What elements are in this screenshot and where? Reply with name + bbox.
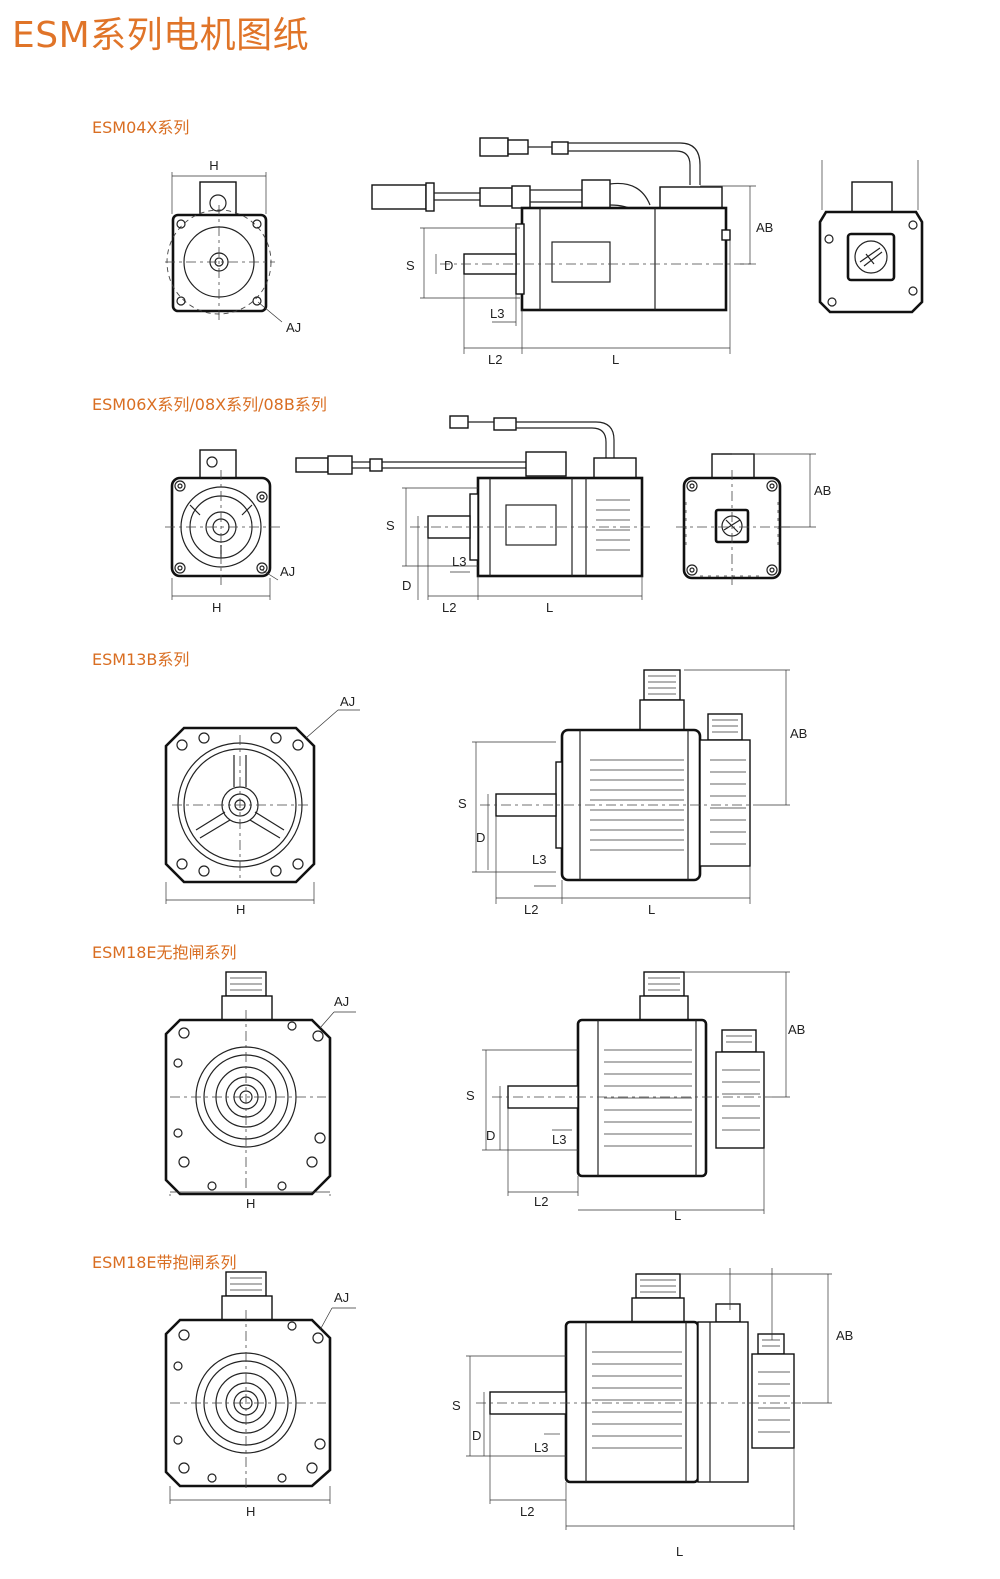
esm18e-brake-side-d-label: D [472, 1428, 481, 1443]
esm06x-side-s-label: S [386, 518, 395, 533]
esm18e-brake-front-h-label: H [246, 1504, 255, 1519]
section-title-esm06x-08x-08b: ESM06X系列/08X系列/08B系列 [92, 395, 327, 414]
esm04x-side-s-label: S [406, 258, 415, 273]
esm18e-brake-side-ab-label: AB [836, 1328, 853, 1343]
esm18e-brake-side-l3-label: L3 [534, 1440, 548, 1455]
section-title-esm18e-brake: ESM18E带抱闸系列 [92, 1253, 237, 1272]
esm06x-rear-view: AB [676, 453, 831, 585]
esm13b-front-aj-label: AJ [340, 694, 355, 709]
esm04x-side-d-label: D [444, 258, 453, 273]
esm06x-front-aj-label: AJ [280, 564, 295, 579]
esm18e-nobrake-front-h-label: H [246, 1196, 255, 1211]
esm13b-side-l-label: L [648, 902, 655, 917]
esm18e-nobrake-side-ab-label: AB [788, 1022, 805, 1037]
esm04x-front-h-label: H [209, 158, 218, 173]
esm06x-side-view: S D L3 L2 L [295, 415, 650, 615]
esm04x-side-l-label: L [612, 352, 619, 367]
esm04x-side-ab-label: AB [756, 220, 773, 235]
section-title-esm04x: ESM04X系列 [92, 118, 190, 137]
esm06x-front-h-label: H [212, 600, 221, 615]
esm18e-nobrake-side-view: S D L3 L2 L AB [466, 971, 805, 1223]
esm18e-brake-side-view: S D L3 L2 L AB [452, 1268, 853, 1559]
section-title-esm18e-no-brake: ESM18E无抱闸系列 [92, 943, 237, 962]
esm13b-front-view: AJ H [164, 694, 360, 917]
esm13b-side-ab-label: AB [790, 726, 807, 741]
esm04x-side-l2-label: L2 [488, 352, 502, 367]
esm06x-side-l-label: L [546, 600, 553, 615]
esm13b-side-d-label: D [476, 830, 485, 845]
esm18e-nobrake-front-view: AJ H [164, 971, 356, 1211]
esm18e-nobrake-side-l3-label: L3 [552, 1132, 566, 1147]
esm06x-rear-ab-label: AB [814, 483, 831, 498]
esm04x-side-view: S D L3 L2 L AB [371, 137, 773, 367]
esm18e-nobrake-front-aj-label: AJ [334, 994, 349, 1009]
esm04x-front-aj-label: AJ [286, 320, 301, 335]
esm18e-nobrake-side-l2-label: L2 [534, 1194, 548, 1209]
section-title-esm13b: ESM13B系列 [92, 650, 190, 669]
esm04x-side-l3-label: L3 [490, 306, 504, 321]
esm06x-side-l2-label: L2 [442, 600, 456, 615]
esm18e-brake-side-l2-label: L2 [520, 1504, 534, 1519]
esm06x-side-d-label: D [402, 578, 411, 593]
esm13b-side-view: S D L3 L2 L AB [458, 669, 807, 917]
esm06x-side-l3-label: L3 [452, 554, 466, 569]
esm04x-rear-view [818, 160, 924, 314]
esm18e-nobrake-side-l-label: L [674, 1208, 681, 1223]
esm13b-side-l3-label: L3 [532, 852, 546, 867]
esm06x-front-view: AJ H [165, 449, 295, 615]
esm18e-brake-front-view: AJ H [164, 1271, 356, 1519]
esm18e-nobrake-side-d-label: D [486, 1128, 495, 1143]
esm18e-nobrake-side-s-label: S [466, 1088, 475, 1103]
page-title: ESM系列电机图纸 [12, 15, 310, 56]
esm04x-front-view: H AJ [165, 158, 301, 335]
esm13b-side-l2-label: L2 [524, 902, 538, 917]
esm18e-brake-side-s-label: S [452, 1398, 461, 1413]
esm18e-brake-front-aj-label: AJ [334, 1290, 349, 1305]
esm18e-brake-side-l-label: L [676, 1544, 683, 1559]
esm13b-front-h-label: H [236, 902, 245, 917]
esm13b-side-s-label: S [458, 796, 467, 811]
